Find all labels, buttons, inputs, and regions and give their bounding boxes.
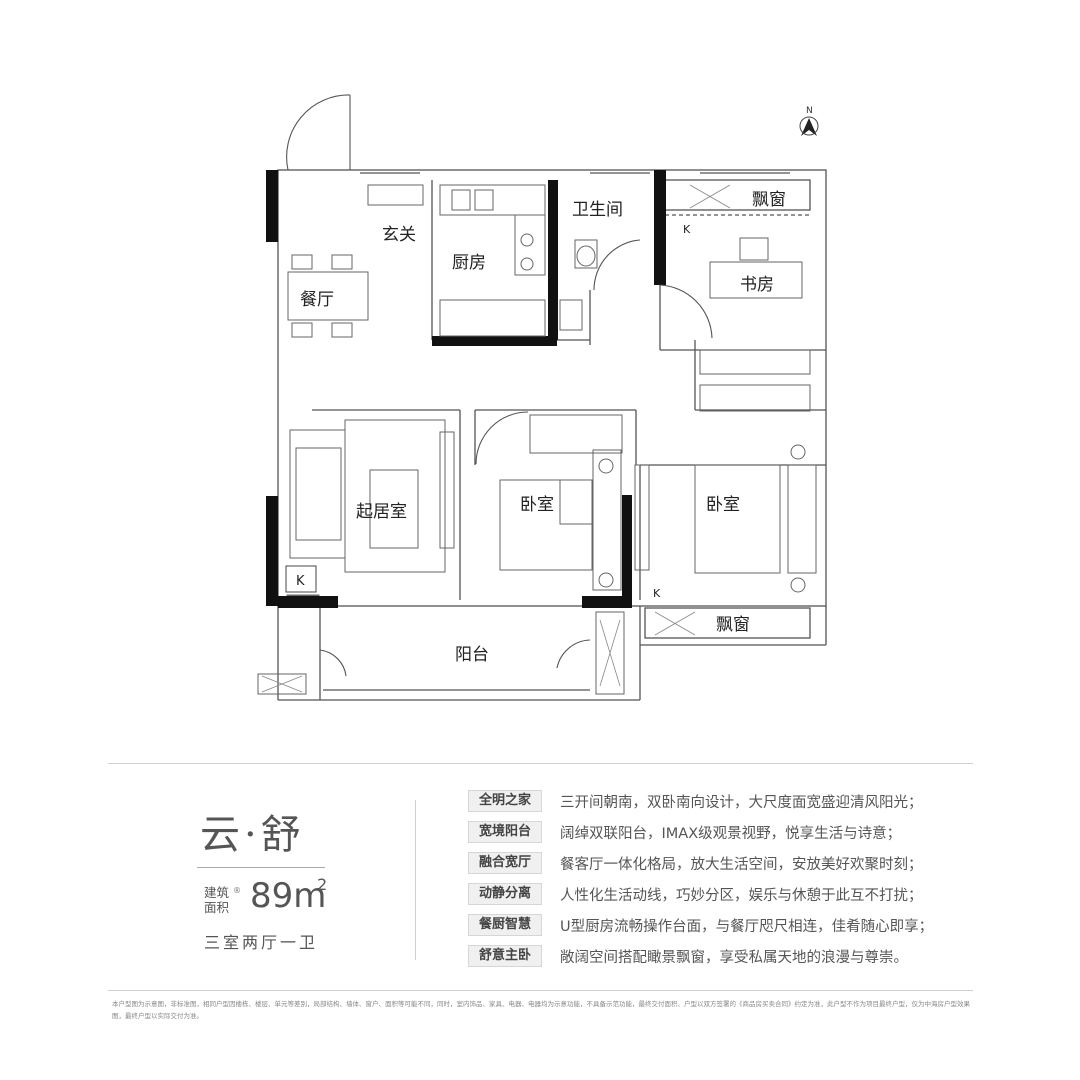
room-label-bedroom-right: 卧室 (706, 495, 740, 515)
feature-tag: 餐厨智慧 (468, 914, 542, 936)
feature-list: 全明之家 三开间朝南，双卧南向设计，大尺度面宽盛迎清风阳光； 宽境阳台 阔绰双联… (468, 788, 988, 974)
room-label-study: 书房 (740, 275, 774, 295)
floor-plan: K K K N 玄关 餐厅 厨房 卫生间 飘窗 书房 起居室 卧室 卧室 飘窗 … (257, 94, 827, 701)
unit-name: 云·舒 (200, 812, 305, 858)
feature-text: 三开间朝南，双卧南向设计，大尺度面宽盛迎清风阳光； (560, 795, 923, 811)
room-label-bathroom: 卫生间 (572, 200, 623, 220)
feature-tag: 宽境阳台 (468, 821, 542, 843)
feature-text: 敞阔空间搭配瞰景飘窗，享受私属天地的浪漫与尊崇。 (560, 950, 908, 966)
room-label-bay-window-top: 飘窗 (752, 190, 786, 210)
room-label-bedroom-left: 卧室 (520, 495, 554, 515)
section-divider (108, 763, 973, 764)
feature-text: U型厨房流畅操作台面，与餐厅咫尺相连，佳肴随心即享； (560, 919, 934, 935)
k-marker: K (296, 574, 305, 589)
feature-text: 阔绰双联阳台，IMAX级观景视野，悦享生活与诗意； (560, 826, 902, 842)
area-unit-sup: 2 (317, 875, 328, 894)
feature-tag: 舒意主卧 (468, 945, 542, 967)
north-arrow-icon: N (799, 106, 819, 136)
area-value: 89m (250, 876, 327, 916)
feature-item: 动静分离 人性化生活动线，巧妙分区，娱乐与休憩于此互不打扰； (468, 881, 988, 910)
feature-text: 人性化生活动线，巧妙分区，娱乐与休憩于此互不打扰； (560, 888, 923, 904)
area-reg-mark: ® (233, 886, 241, 895)
feature-tag: 融合宽厅 (468, 852, 542, 874)
feature-item: 舒意主卧 敞阔空间搭配瞰景飘窗，享受私属天地的浪漫与尊崇。 (468, 943, 988, 972)
footer-divider (108, 990, 973, 991)
vertical-divider (415, 800, 416, 960)
feature-item: 融合宽厅 餐客厅一体化格局，放大生活空间，安放美好欢聚时刻； (468, 850, 988, 879)
room-label-entrance: 玄关 (382, 225, 416, 245)
room-label-living: 起居室 (356, 502, 407, 522)
disclaimer: 本户型图为示意图，非标准图，相同户型因楼栋、楼层、单元等差别，局部结构、墙体、窗… (112, 1000, 970, 1020)
title-rule (197, 867, 325, 868)
room-label-balcony: 阳台 (455, 645, 489, 665)
k-marker: K (683, 223, 691, 236)
feature-item: 宽境阳台 阔绰双联阳台，IMAX级观景视野，悦享生活与诗意； (468, 819, 988, 848)
room-label-kitchen: 厨房 (452, 253, 486, 273)
feature-tag: 动静分离 (468, 883, 542, 905)
svg-text:N: N (806, 106, 813, 116)
feature-item: 全明之家 三开间朝南，双卧南向设计，大尺度面宽盛迎清风阳光； (468, 788, 988, 817)
feature-tag: 全明之家 (468, 790, 542, 812)
room-label-bay-window-bottom: 飘窗 (716, 615, 750, 635)
room-label-dining: 餐厅 (300, 290, 334, 310)
area-label: 建筑面积 (204, 885, 230, 915)
feature-text: 餐客厅一体化格局，放大生活空间，安放美好欢聚时刻； (560, 857, 923, 873)
feature-item: 餐厨智慧 U型厨房流畅操作台面，与餐厅咫尺相连，佳肴随心即享； (468, 912, 988, 941)
k-marker: K (653, 587, 661, 600)
layout-type: 三室两厅一卫 (204, 933, 319, 952)
